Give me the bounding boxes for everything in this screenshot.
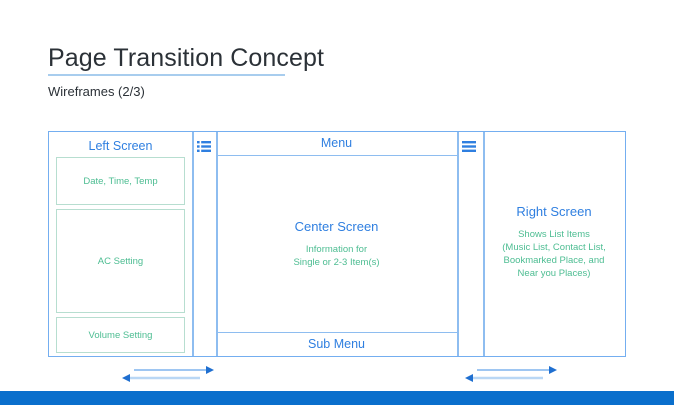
divider-right-outer — [483, 132, 485, 356]
center-screen-panel: Menu Center Screen Information for Singl… — [216, 132, 457, 356]
right-screen-title: Right Screen — [516, 204, 592, 219]
center-screen-menu-bar[interactable]: Menu — [216, 132, 457, 156]
center-screen-description: Information for Single or 2-3 Item(s) — [293, 243, 379, 269]
right-screen-description-line-1: Shows List Items — [518, 229, 590, 240]
divider-left-inner — [192, 132, 194, 356]
left-screen-panel: Left Screen Date, Time, Temp AC Setting … — [49, 132, 192, 356]
divider-right-inner — [457, 132, 459, 356]
page-title: Page Transition Concept — [48, 44, 325, 72]
title-underline-rule — [48, 74, 285, 76]
bidirectional-arrows-icon — [122, 366, 214, 382]
divider-left-outer — [216, 132, 218, 356]
right-screen-description-line-2: (Music List, Contact List, — [502, 242, 606, 253]
left-screen-box-volume-setting: Volume Setting — [56, 317, 185, 353]
list-icon[interactable] — [197, 141, 211, 152]
left-icon-column — [192, 132, 216, 152]
right-transition-arrows — [463, 364, 559, 386]
right-screen-description-line-4: Near you Places) — [517, 268, 591, 279]
bottom-accent-bar — [0, 391, 674, 405]
right-screen-description-line-3: Bookmarked Place, and — [503, 255, 605, 266]
center-screen-description-line-2: Single or 2-3 Item(s) — [293, 257, 380, 268]
page-subtitle: Wireframes (2/3) — [48, 84, 145, 99]
center-screen-body: Center Screen Information for Single or … — [216, 156, 457, 332]
center-screen-submenu-bar[interactable]: Sub Menu — [216, 332, 457, 356]
center-screen-description-line-1: Information for — [305, 244, 368, 255]
right-screen-description: Shows List Items (Music List, Contact Li… — [502, 228, 605, 280]
center-screen-title: Center Screen — [294, 219, 379, 234]
left-screen-box-date-time-temp: Date, Time, Temp — [56, 157, 185, 205]
left-transition-arrows — [120, 364, 216, 386]
right-screen-panel: Right Screen Shows List Items (Music Lis… — [483, 132, 625, 356]
hamburger-menu-icon[interactable] — [462, 141, 476, 152]
left-screen-heading: Left Screen — [88, 139, 153, 153]
wireframe-diagram: Left Screen Date, Time, Temp AC Setting … — [48, 131, 626, 357]
left-screen-box-ac-setting: AC Setting — [56, 209, 185, 313]
bidirectional-arrows-icon — [465, 366, 557, 382]
right-icon-column — [457, 132, 481, 152]
